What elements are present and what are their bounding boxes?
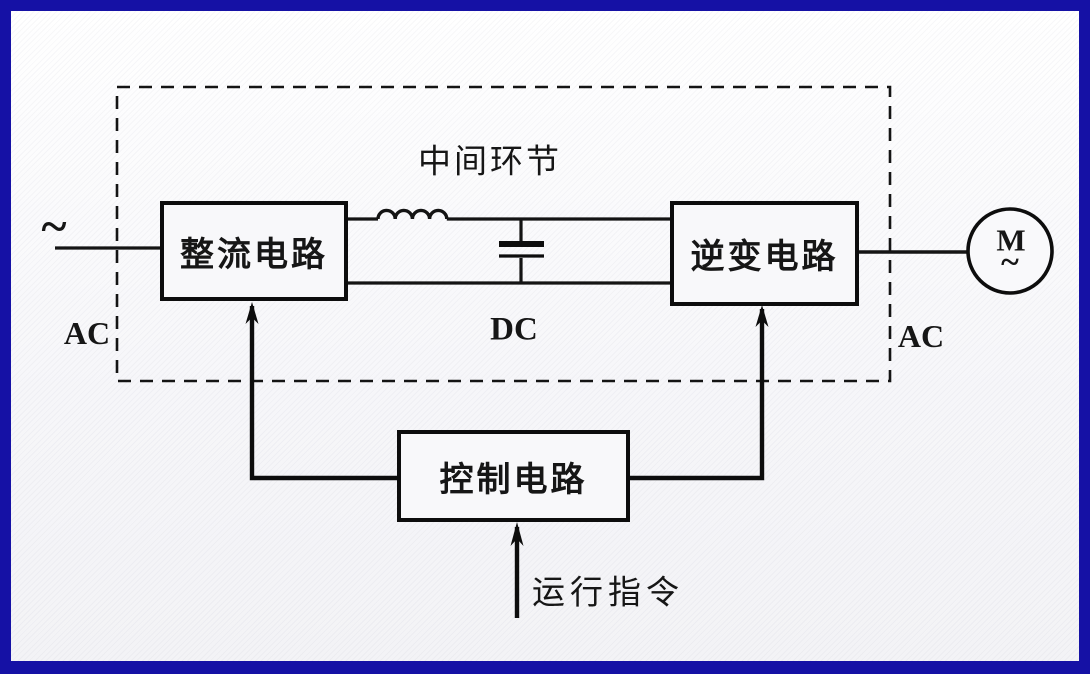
control-line-left xyxy=(249,306,399,481)
converter-boundary-dashed-box xyxy=(115,85,892,383)
run-command-label: 运行指令 xyxy=(532,573,684,611)
rectifier-block: 整流电路 xyxy=(160,201,348,301)
ac-right-label: AC xyxy=(897,318,945,354)
control-line-right xyxy=(628,309,765,481)
ac-source-tilde-symbol: ~ xyxy=(41,200,67,253)
control-arrow-right xyxy=(755,305,769,327)
run-command-arrow xyxy=(510,522,524,546)
inverter-block: 逆变电路 xyxy=(670,201,859,306)
inductor-symbol xyxy=(376,208,449,220)
dc-label: DC xyxy=(490,311,538,348)
control-block: 控制电路 xyxy=(397,430,630,522)
ac-left-label: AC xyxy=(63,315,111,351)
motor-circle xyxy=(966,207,1054,295)
control-arrow-left xyxy=(245,302,259,324)
diagram-canvas xyxy=(11,11,1079,661)
inverter-block-label: 逆变电路 xyxy=(690,238,839,276)
rectifier-block-label: 整流电路 xyxy=(180,235,328,274)
intermediate-link-label: 中间环节 xyxy=(418,142,562,180)
control-block-label: 控制电路 xyxy=(439,460,588,499)
capacitor-symbol xyxy=(499,219,544,283)
motor-letter-label: M xyxy=(996,222,1026,258)
motor-tilde-label: ~ xyxy=(1001,244,1019,281)
